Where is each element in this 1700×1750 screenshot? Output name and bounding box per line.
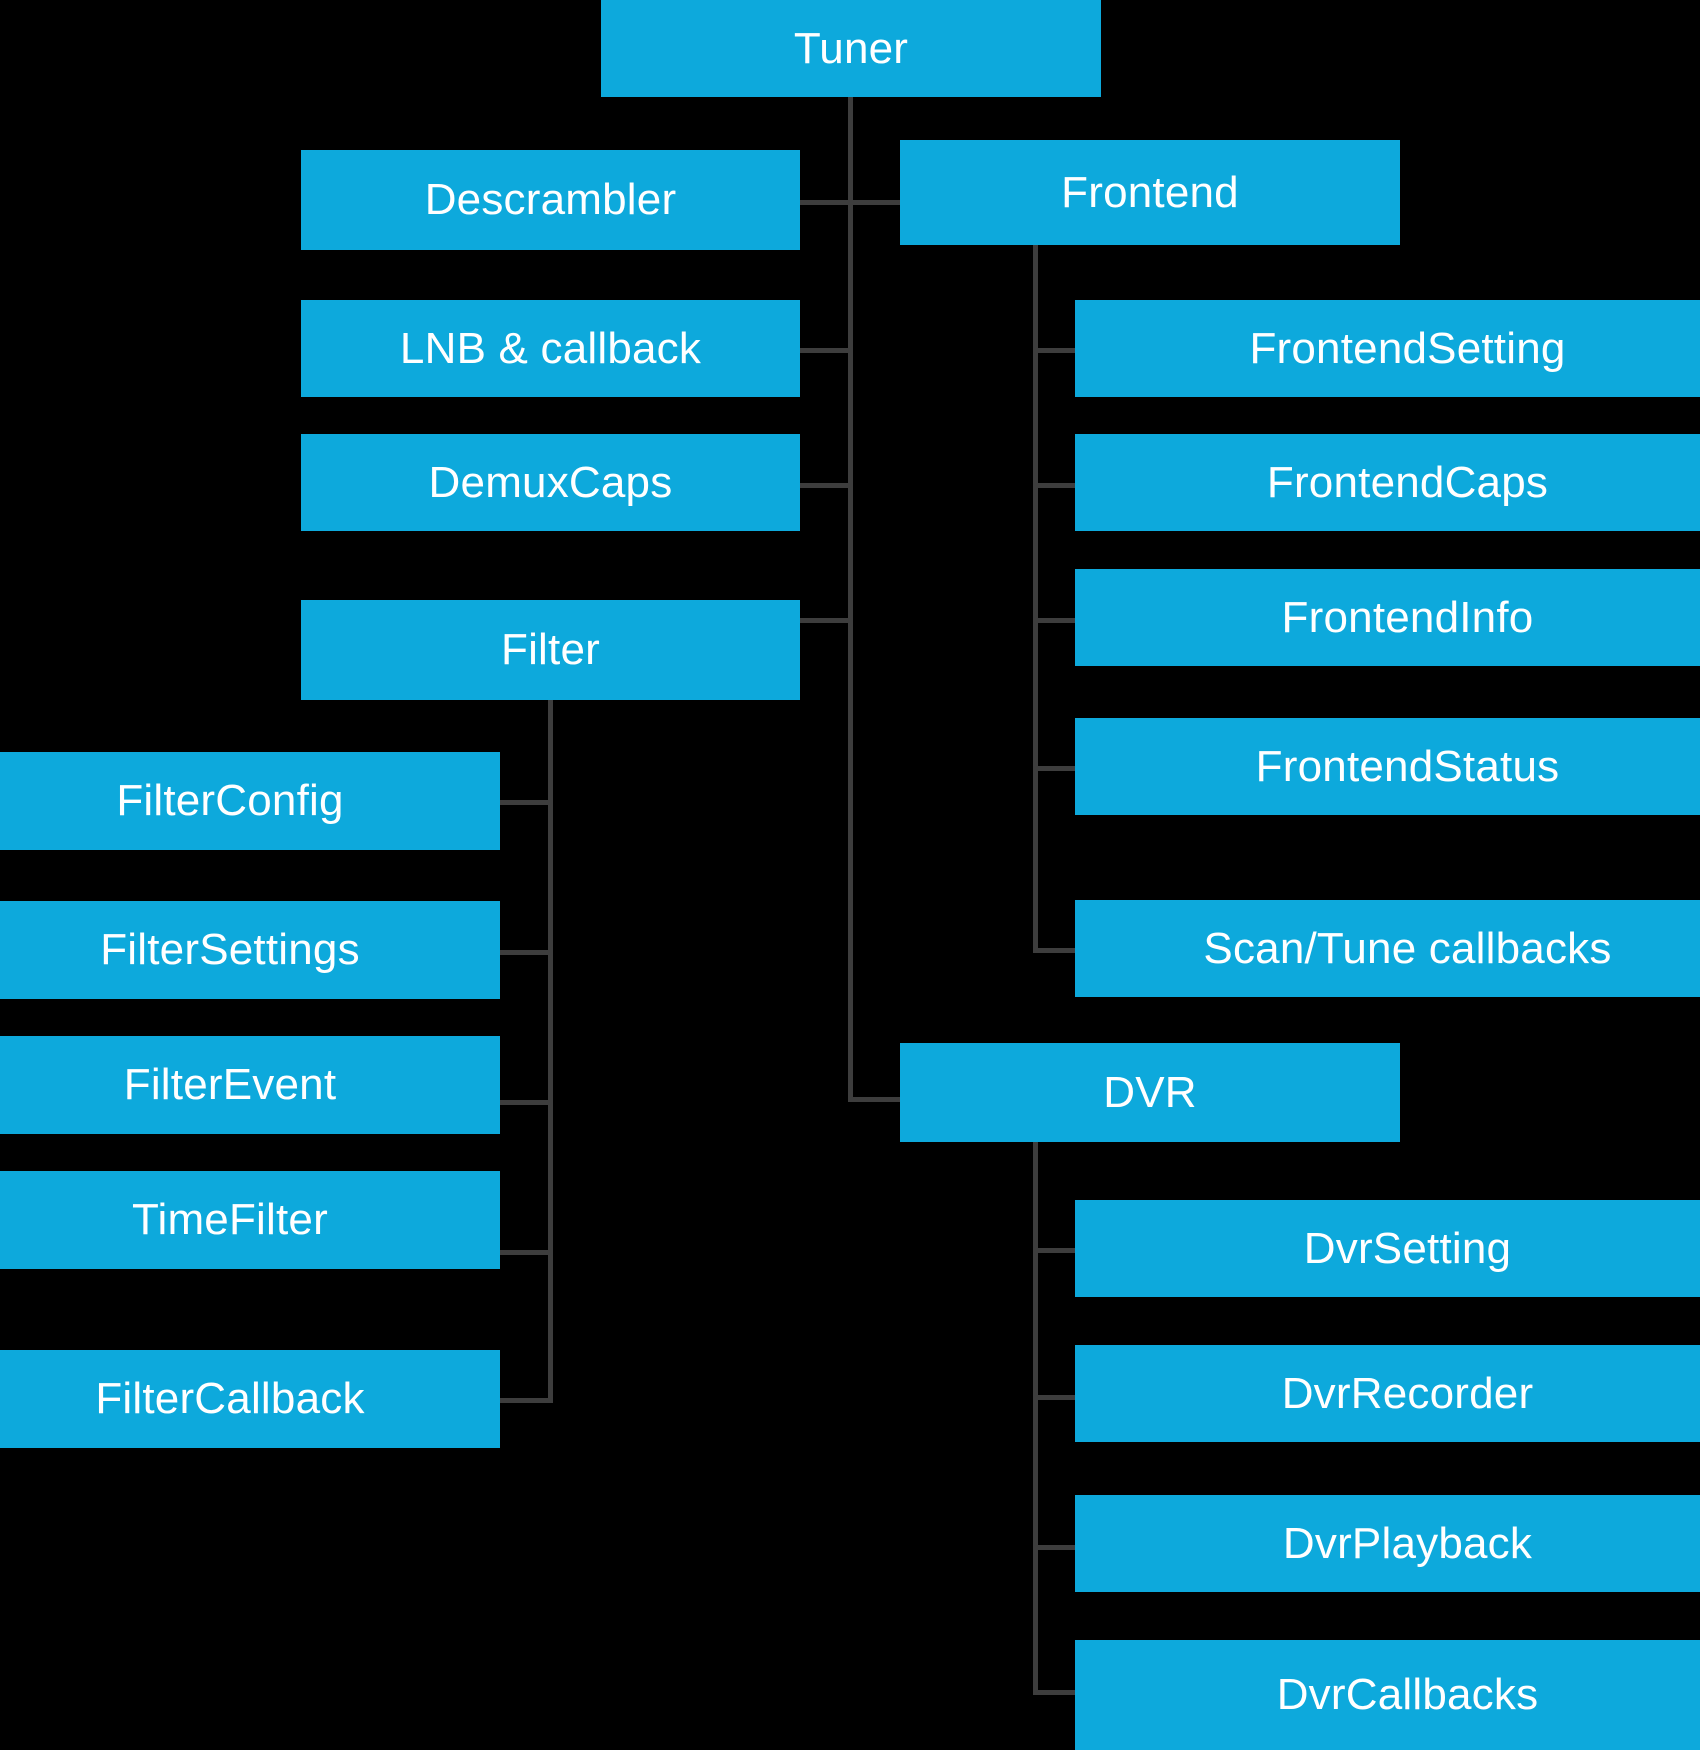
node-lnb-callback[interactable]: LNB & callback [301, 300, 800, 397]
node-frontendstatus[interactable]: FrontendStatus [1075, 718, 1700, 815]
edge-tuner-dvr [848, 1097, 902, 1102]
node-frontendinfo-label: FrontendInfo [1281, 592, 1534, 642]
node-scan-tune-callbacks[interactable]: Scan/Tune callbacks [1075, 900, 1700, 997]
node-filterconfig-label: FilterConfig [116, 776, 344, 825]
node-frontend-label: Frontend [1061, 167, 1239, 217]
edge-dvr-dvrrecorder [1033, 1395, 1083, 1400]
node-frontend[interactable]: Frontend [900, 140, 1400, 245]
node-frontendsetting[interactable]: FrontendSetting [1075, 300, 1700, 397]
node-filtercallback-label: FilterCallback [95, 1374, 365, 1423]
edge-frontend-frontendcaps [1033, 483, 1083, 488]
node-filtersettings-label: FilterSettings [100, 925, 360, 974]
node-frontendinfo[interactable]: FrontendInfo [1075, 569, 1700, 666]
node-demuxcaps[interactable]: DemuxCaps [301, 434, 800, 531]
node-dvrsetting-label: DvrSetting [1303, 1223, 1512, 1273]
edge-frontend-frontendinfo [1033, 618, 1083, 623]
edge-frontend-scantune [1033, 948, 1083, 953]
edge-dvr-dvrsetting [1033, 1248, 1083, 1253]
node-filterconfig[interactable]: FilterConfig [0, 752, 500, 850]
edge-dvr-dvrcallbacks [1033, 1690, 1083, 1695]
node-filter-label: Filter [501, 625, 600, 674]
node-dvrrecorder[interactable]: DvrRecorder [1075, 1345, 1700, 1442]
edge-dvr-trunk [1033, 1142, 1038, 1693]
node-descrambler-label: Descrambler [424, 175, 677, 224]
node-lnb-callback-label: LNB & callback [399, 323, 702, 373]
edge-frontend-frontendstatus [1033, 766, 1083, 771]
edge-filter-filtercallback [500, 1398, 550, 1403]
edge-filter-filtersettings [500, 950, 550, 955]
node-descrambler[interactable]: Descrambler [301, 150, 800, 250]
node-frontendcaps-label: FrontendCaps [1266, 457, 1549, 507]
node-scan-tune-callbacks-label: Scan/Tune callbacks [1203, 923, 1612, 973]
node-dvrplayback-label: DvrPlayback [1282, 1518, 1533, 1568]
edge-frontend-frontendsetting [1033, 348, 1083, 353]
node-dvrrecorder-label: DvrRecorder [1281, 1368, 1534, 1418]
node-frontendsetting-label: FrontendSetting [1249, 323, 1566, 373]
node-filter[interactable]: Filter [301, 600, 800, 700]
edge-filter-trunk [548, 700, 553, 1403]
node-dvrcallbacks[interactable]: DvrCallbacks [1075, 1640, 1700, 1750]
node-tuner-label: Tuner [793, 23, 909, 73]
edge-tuner-frontend [848, 200, 902, 205]
edge-filter-filterconfig [500, 800, 550, 805]
node-dvr-label: DVR [1103, 1067, 1197, 1117]
node-dvrsetting[interactable]: DvrSetting [1075, 1200, 1700, 1297]
edge-frontend-trunk [1033, 245, 1038, 953]
node-timefilter-label: TimeFilter [132, 1195, 328, 1244]
edge-dvr-dvrplayback [1033, 1545, 1083, 1550]
edge-filter-filterevent [500, 1100, 550, 1105]
node-dvrplayback[interactable]: DvrPlayback [1075, 1495, 1700, 1592]
edge-tuner-descrambler [800, 200, 850, 205]
node-filterevent-label: FilterEvent [123, 1060, 337, 1109]
node-filterevent[interactable]: FilterEvent [0, 1036, 500, 1134]
edge-tuner-lnb [800, 348, 850, 353]
node-timefilter[interactable]: TimeFilter [0, 1171, 500, 1269]
node-filtersettings[interactable]: FilterSettings [0, 901, 500, 999]
node-frontendcaps[interactable]: FrontendCaps [1075, 434, 1700, 531]
edge-filter-timefilter [500, 1250, 550, 1255]
node-dvr[interactable]: DVR [900, 1043, 1400, 1142]
node-dvrcallbacks-label: DvrCallbacks [1276, 1670, 1539, 1719]
edge-tuner-demuxcaps [800, 483, 850, 488]
node-tuner[interactable]: Tuner [601, 0, 1101, 97]
edge-tuner-trunk [848, 97, 853, 1102]
edge-tuner-filter [800, 618, 850, 623]
node-frontendstatus-label: FrontendStatus [1255, 741, 1560, 791]
node-filtercallback[interactable]: FilterCallback [0, 1350, 500, 1448]
node-demuxcaps-label: DemuxCaps [428, 457, 673, 507]
